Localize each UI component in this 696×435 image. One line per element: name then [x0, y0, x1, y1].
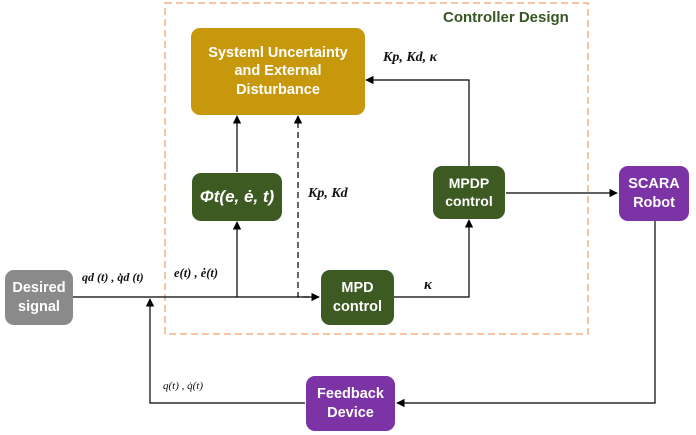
label-error-signal: e(t) , ė(t) [174, 266, 219, 280]
label-kp-kd-kappa: Kp, Kd, κ [383, 50, 438, 65]
label-feedback-signal: q(t) , q̇(t) [163, 380, 204, 392]
label-desired-trajectory: qd (t) , q̇d (t) [82, 270, 144, 284]
arrow-mpd-to-mpdp [394, 219, 474, 298]
uncertainty-block: Systeml Uncertainty and External Disturb… [191, 28, 365, 115]
arrow-scara-to-feedback [396, 221, 656, 408]
arrow-feedback-to-input [145, 298, 305, 404]
mpdp-control-block: MPDP control [433, 166, 505, 219]
label-kappa: κ [424, 277, 432, 293]
mpd-control-block: MPD control [321, 270, 394, 325]
phi-block: Φt(e, ė, t) [192, 173, 282, 221]
controller-design-title: Controller Design [443, 9, 569, 26]
dashed-arrow-gains-to-uncertainty [293, 115, 319, 298]
arrow-mpdp-to-uncertainty [365, 75, 470, 166]
feedback-device-block: Feedback Device [306, 376, 395, 431]
controller-design-frame [164, 2, 589, 335]
desired-signal-block: Desired signal [5, 270, 73, 325]
label-kp-kd: Kp, Kd [308, 186, 348, 201]
scara-robot-block: SCARA Robot [619, 166, 689, 221]
